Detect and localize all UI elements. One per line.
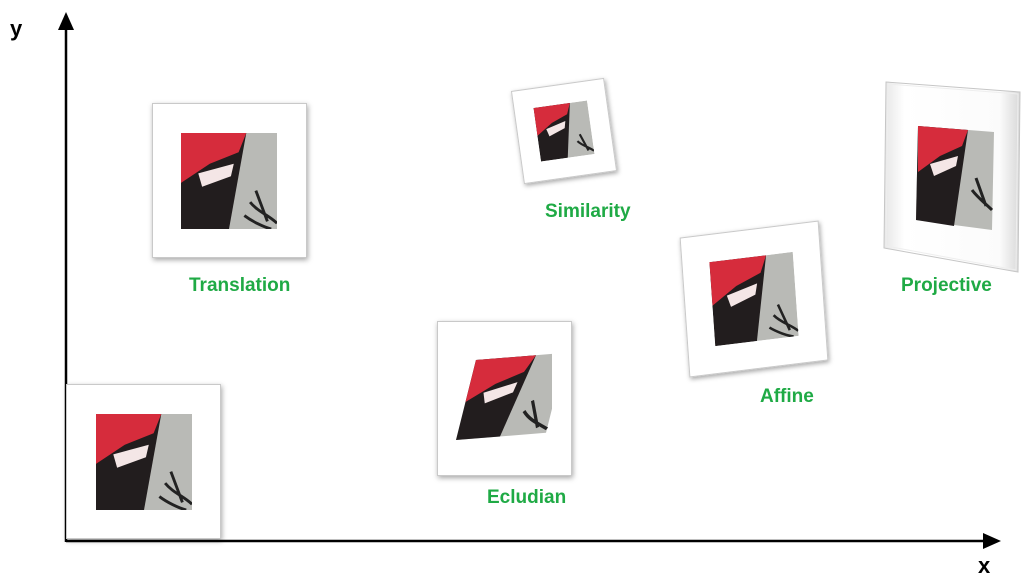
euclidean-frame bbox=[437, 321, 572, 476]
similarity-patch bbox=[533, 100, 595, 162]
x-axis-label: x bbox=[978, 553, 991, 578]
translation-label: Translation bbox=[189, 275, 291, 296]
affine-frame bbox=[679, 220, 829, 378]
translation-frame bbox=[152, 103, 307, 258]
x-axis-arrowhead bbox=[983, 533, 1001, 549]
affine-label: Affine bbox=[760, 386, 814, 407]
euclidean-patch bbox=[456, 352, 552, 440]
projective-patch bbox=[916, 126, 994, 230]
y-axis-label: y bbox=[10, 16, 23, 41]
similarity-frame bbox=[510, 77, 618, 185]
translation-patch bbox=[181, 133, 277, 229]
y-axis-arrowhead bbox=[58, 12, 74, 30]
euclidean-label: Ecludian bbox=[487, 487, 567, 508]
affine-patch bbox=[709, 251, 799, 347]
similarity-label: Similarity bbox=[545, 201, 631, 222]
original-patch bbox=[96, 414, 192, 510]
original-frame bbox=[66, 384, 221, 539]
projective-label: Projective bbox=[901, 275, 992, 296]
projective-frame bbox=[883, 81, 1021, 273]
